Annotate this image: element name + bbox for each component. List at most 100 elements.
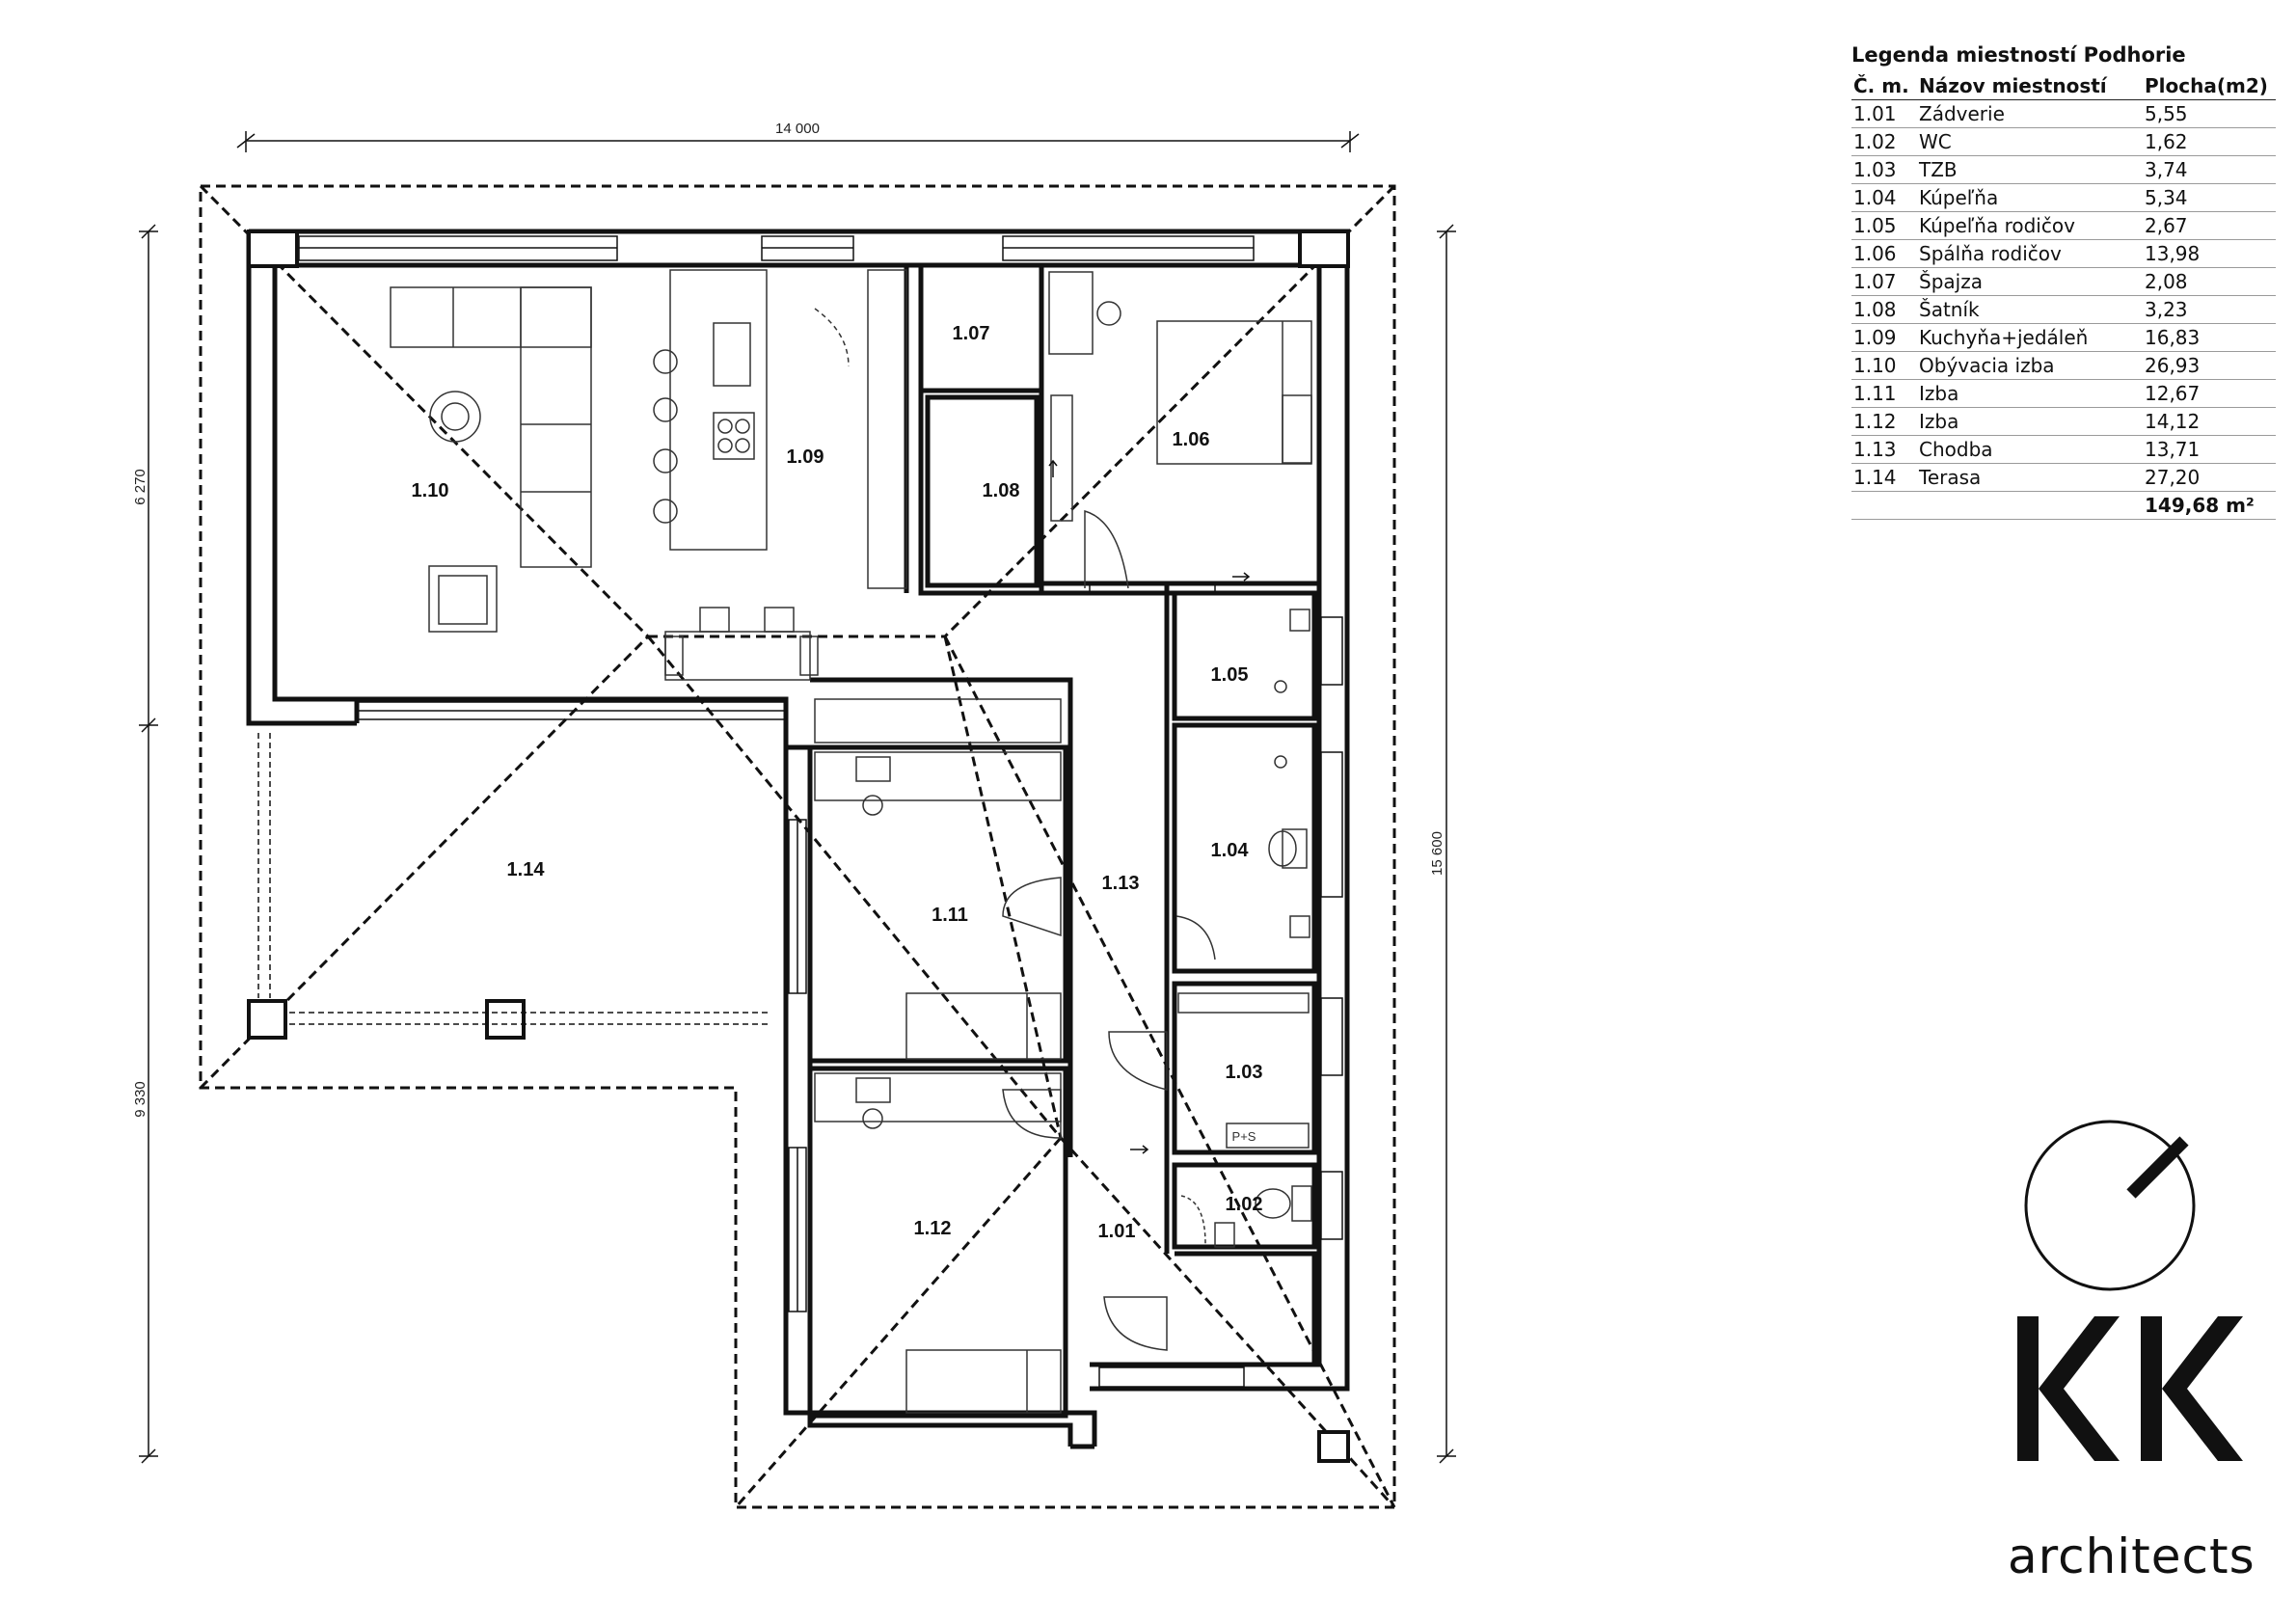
legend-cell-name: Zádverie bbox=[1917, 99, 2143, 128]
room-label-1.13: 1.13 bbox=[1102, 873, 1140, 894]
room-label-1.10: 1.10 bbox=[412, 480, 449, 501]
legend-cell-name: Kuchyňa+jedáleň bbox=[1917, 323, 2143, 352]
legend-cell-name: Šatník bbox=[1917, 295, 2143, 324]
legend-cell-number: 1.06 bbox=[1851, 239, 1917, 268]
legend-cell-area: 3,74 bbox=[2143, 155, 2276, 184]
legend-cell-area: 5,34 bbox=[2143, 183, 2276, 212]
legend-header-name: Názov miestností bbox=[1917, 72, 2143, 100]
legend-cell-name: Spálňa rodičov bbox=[1917, 239, 2143, 268]
logo-tagline: architects bbox=[2008, 1528, 2255, 1584]
legend-cell-area: 13,98 bbox=[2143, 239, 2276, 268]
legend-cell-name: TZB bbox=[1917, 155, 2143, 184]
room-label-1.09: 1.09 bbox=[787, 446, 824, 468]
legend-cell-number: 1.09 bbox=[1851, 323, 1917, 352]
legend-cell-number: 1.02 bbox=[1851, 127, 1917, 156]
legend-cell-name: Izba bbox=[1917, 379, 2143, 408]
legend-cell-number: 1.13 bbox=[1851, 435, 1917, 464]
legend-cell-number: 1.01 bbox=[1851, 99, 1917, 128]
windows bbox=[298, 235, 1343, 1388]
room-label-1.05: 1.05 bbox=[1211, 664, 1249, 686]
toilet-pair-label: P+S bbox=[1232, 1129, 1256, 1144]
legend-cell-number: 1.11 bbox=[1851, 379, 1917, 408]
legend-cell-number: 1.08 bbox=[1851, 295, 1917, 324]
legend-cell-number: 1.10 bbox=[1851, 351, 1917, 380]
legend-cell-name: Kúpeľňa rodičov bbox=[1917, 211, 2143, 240]
pillars bbox=[247, 230, 1350, 1463]
legend-cell-number: 1.12 bbox=[1851, 407, 1917, 436]
legend-cell-area: 26,93 bbox=[2143, 351, 2276, 380]
room-label-1.11: 1.11 bbox=[932, 905, 968, 926]
legend-total-row: 149,68 m² bbox=[1851, 491, 2276, 520]
legend-cell-name: Izba bbox=[1917, 407, 2143, 436]
dimension-right: 15 600 bbox=[1429, 831, 1445, 876]
room-label-1.03: 1.03 bbox=[1226, 1062, 1263, 1083]
kk-architects-logo: KK architects bbox=[2006, 1109, 2295, 1610]
legend-cell-name: WC bbox=[1917, 127, 2143, 156]
logo-clock-icon bbox=[2024, 1120, 2196, 1291]
room-label-1.04: 1.04 bbox=[1211, 840, 1250, 861]
legend-cell-number: 1.07 bbox=[1851, 267, 1917, 296]
dimension-left-upper: 6 270 bbox=[132, 469, 149, 505]
legend-cell-name: Chodba bbox=[1917, 435, 2143, 464]
room-labels: 1.01 1.02 1.03 1.04 1.05 1.06 1.07 1.08 … bbox=[412, 323, 1263, 1242]
walls bbox=[246, 229, 1350, 1449]
legend-header-area: Plocha(m2) bbox=[2143, 72, 2276, 100]
living-room-furniture bbox=[390, 286, 819, 681]
legend-cell-name: Kúpeľňa bbox=[1917, 183, 2143, 212]
legend-cell-area: 2,67 bbox=[2143, 211, 2276, 240]
kitchen-furniture bbox=[653, 269, 1062, 744]
room-label-1.12: 1.12 bbox=[914, 1218, 952, 1239]
legend-total: 149,68 m² bbox=[2143, 491, 2276, 520]
room-label-1.08: 1.08 bbox=[983, 480, 1020, 501]
bathroom-fixtures bbox=[1175, 609, 1312, 1248]
legend-cell-name: Špajza bbox=[1917, 267, 2143, 296]
legend-cell-area: 16,83 bbox=[2143, 323, 2276, 352]
terrace-rails bbox=[257, 733, 771, 1025]
bedroom-furniture bbox=[1048, 271, 1312, 589]
legend-cell-area: 3,23 bbox=[2143, 295, 2276, 324]
children-rooms-furniture bbox=[814, 751, 1168, 1414]
floor-plan: 14 000 6 270 9 330 15 600 bbox=[132, 121, 1456, 1509]
legend-cell-name: Terasa bbox=[1917, 463, 2143, 492]
room-label-1.07: 1.07 bbox=[953, 323, 990, 344]
legend-cell-area: 5,55 bbox=[2143, 99, 2276, 128]
legend-cell-name: Obývacia izba bbox=[1917, 351, 2143, 380]
legend-cell-area: 13,71 bbox=[2143, 435, 2276, 464]
legend-cell-number: 1.14 bbox=[1851, 463, 1917, 492]
room-label-1.01: 1.01 bbox=[1098, 1221, 1136, 1242]
room-legend: Legenda miestností Podhorie Č. m. Názov … bbox=[1851, 43, 2276, 520]
legend-cell-number: 1.05 bbox=[1851, 211, 1917, 240]
room-label-1.02: 1.02 bbox=[1226, 1194, 1263, 1215]
dimension-top: 14 000 bbox=[775, 121, 820, 137]
room-label-1.14: 1.14 bbox=[507, 859, 546, 880]
logo-kk-mark: KK bbox=[2017, 1316, 2243, 1461]
legend-cell-area: 12,67 bbox=[2143, 379, 2276, 408]
legend-cell-area: 2,08 bbox=[2143, 267, 2276, 296]
legend-header-number: Č. m. bbox=[1851, 72, 1917, 100]
legend-cell-area: 1,62 bbox=[2143, 127, 2276, 156]
dimension-left-lower: 9 330 bbox=[132, 1081, 149, 1118]
legend-title: Legenda miestností Podhorie bbox=[1851, 43, 2186, 67]
direction-arrows bbox=[1048, 459, 1251, 1154]
legend-header-row: Č. m. Názov miestností Plocha(m2) bbox=[1851, 72, 2276, 100]
room-label-1.06: 1.06 bbox=[1173, 429, 1210, 450]
legend-cell-number: 1.03 bbox=[1851, 155, 1917, 184]
legend-cell-area: 27,20 bbox=[2143, 463, 2276, 492]
dimension-lines bbox=[139, 131, 1456, 1464]
legend-cell-area: 14,12 bbox=[2143, 407, 2276, 436]
